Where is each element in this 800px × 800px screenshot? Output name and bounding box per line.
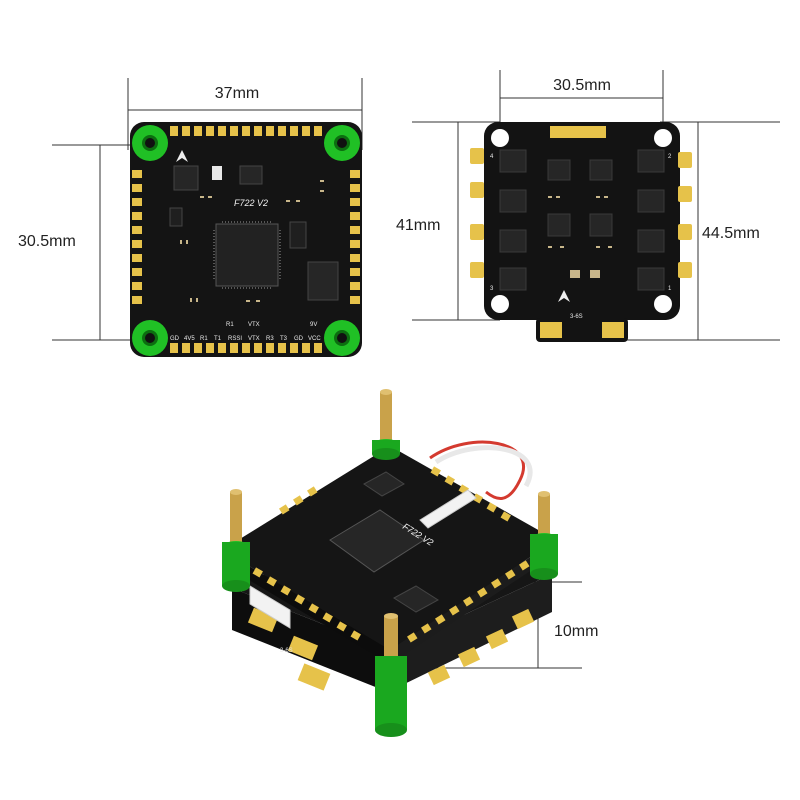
esc-corner-3: 3 xyxy=(490,286,494,292)
fc-left-pads xyxy=(132,170,142,304)
stack-fc-side xyxy=(222,550,390,664)
fc-flash-chip xyxy=(307,261,339,301)
fc-gyro-chip xyxy=(173,165,199,191)
stack-esc-side-right xyxy=(388,574,552,692)
stack-fc-gyro-chip xyxy=(363,471,405,497)
svg-text:RSSI: RSSI xyxy=(228,336,242,342)
stack-standoff-back xyxy=(372,389,400,460)
fc-grommet-tr xyxy=(324,125,360,161)
fc-mcu-chip xyxy=(215,223,279,287)
stack-standoff-left xyxy=(222,489,250,592)
fc-mcu-pins xyxy=(213,221,281,289)
svg-text:R3: R3 xyxy=(266,336,274,342)
esc-corner-4: 4 xyxy=(490,154,494,160)
esc-board: 30.5mm 41mm 44.5mm xyxy=(396,70,780,342)
esc-outer-label: 44.5mm xyxy=(702,225,760,242)
fc-small-chip-2 xyxy=(169,207,183,227)
stack-esc-voltage: 3-6S xyxy=(280,648,293,654)
esc-mount-holes xyxy=(491,129,672,313)
fc-esc-stack: 10mm 3-6S xyxy=(222,389,598,737)
stack-fc-flash-chip xyxy=(393,585,439,613)
esc-voltage-silk: 3-6S xyxy=(570,314,583,320)
svg-text:9V: 9V xyxy=(310,322,317,328)
fc-mount-label: 30.5mm xyxy=(18,233,76,250)
stack-fc-mcu-chip xyxy=(329,509,425,573)
esc-motor-pads xyxy=(470,148,692,278)
esc-width-label: 30.5mm xyxy=(553,77,611,94)
fc-grommet-tl xyxy=(132,125,168,161)
svg-text:4V5: 4V5 xyxy=(184,336,195,342)
fc-top-pads xyxy=(170,126,322,136)
fc-crystal xyxy=(212,166,222,180)
fc-bottom-pads xyxy=(170,343,322,353)
svg-text:R1: R1 xyxy=(200,336,208,342)
svg-text:GD: GD xyxy=(170,336,180,342)
fc-arrow-logo xyxy=(176,150,188,162)
stack-height-label: 10mm xyxy=(554,623,598,640)
svg-text:GD: GD xyxy=(294,336,304,342)
esc-power-pad-pos xyxy=(602,322,624,338)
stack-standoff-right xyxy=(530,491,558,580)
esc-mosfets xyxy=(499,149,665,291)
fc-passives xyxy=(180,180,324,302)
stack-fc-connector-2 xyxy=(419,489,477,529)
fc-right-pads xyxy=(350,170,360,304)
flight-controller-board: 37mm 30.5mm xyxy=(18,78,363,357)
fc-model-silk: F722 V2 xyxy=(234,198,268,208)
stack-esc-pads xyxy=(247,607,535,691)
fc-row-silk: R1 VTX 9V xyxy=(226,322,317,328)
stack-fc-connector xyxy=(249,585,291,629)
svg-text:VTX: VTX xyxy=(248,322,260,328)
svg-text:VCC: VCC xyxy=(308,336,321,342)
esc-corner-1: 1 xyxy=(668,286,672,292)
svg-text:R1: R1 xyxy=(226,322,234,328)
fc-grommet-br xyxy=(324,320,360,356)
svg-text:T3: T3 xyxy=(280,336,288,342)
esc-corner-2: 2 xyxy=(668,154,672,160)
esc-signal-connector xyxy=(550,126,606,138)
esc-inner-label: 41mm xyxy=(396,217,440,234)
fc-grommet-bl xyxy=(132,320,168,356)
fc-osd-chip xyxy=(239,165,263,185)
fc-small-chip-1 xyxy=(289,221,307,249)
stack-wire-white xyxy=(434,445,533,488)
stack-standoff-front xyxy=(375,613,407,737)
stack-wire-harness xyxy=(429,440,525,500)
esc-power-pad-neg xyxy=(540,322,562,338)
svg-text:VTX: VTX xyxy=(248,336,260,342)
fc-width-label: 37mm xyxy=(215,85,259,102)
fc-bottom-silk: GD 4V5 R1 T1 RSSI VTX R3 T3 GD VCC xyxy=(170,336,321,342)
esc-passives xyxy=(548,196,612,278)
svg-text:T1: T1 xyxy=(214,336,222,342)
esc-pcb xyxy=(484,122,680,320)
esc-arrow-logo xyxy=(558,290,570,302)
